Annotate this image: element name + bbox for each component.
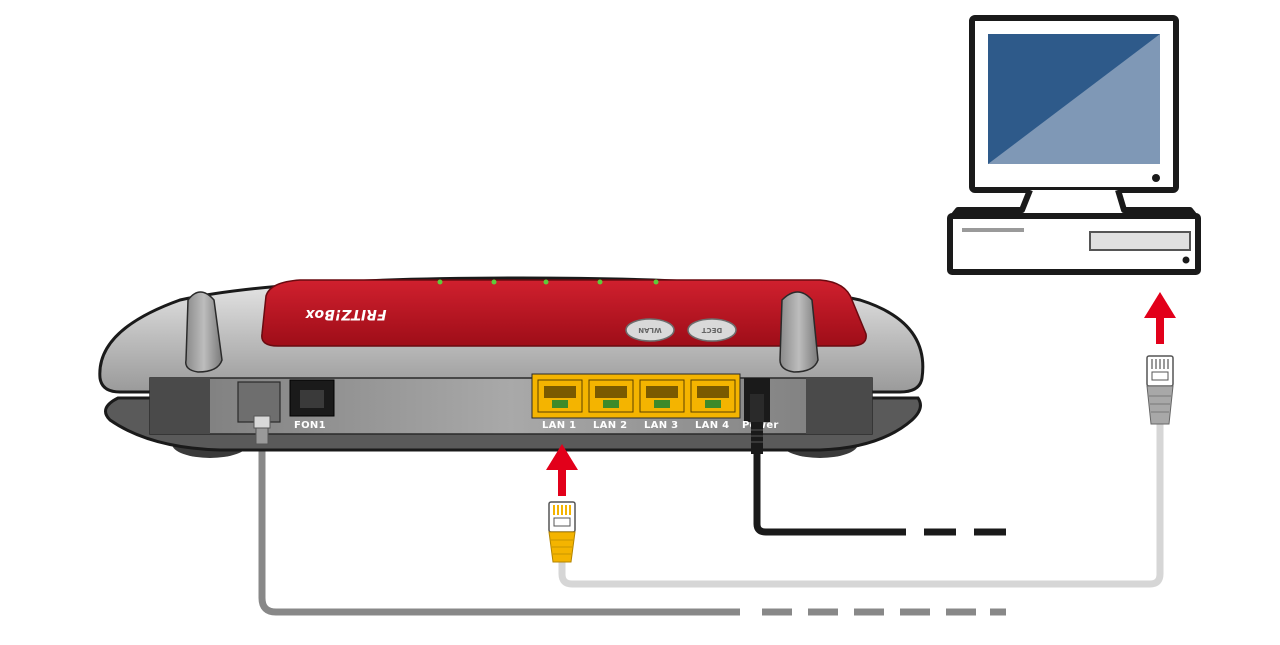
wlan-button-label: WLAN [638, 326, 662, 334]
fon1-port[interactable] [289, 379, 335, 417]
dect-button-label: DECT [702, 326, 723, 334]
wlan-button[interactable] [625, 318, 675, 342]
lan-port-1[interactable] [537, 379, 583, 413]
up-arrow-icon-router [546, 444, 578, 496]
up-arrow-icon-computer [1144, 292, 1176, 344]
ethernet-plug-icon-computer [1146, 355, 1174, 425]
dsl-cable [258, 442, 740, 616]
power-cable [753, 452, 906, 536]
dsl-port[interactable] [237, 381, 281, 423]
lan3-port-label: LAN 3 [644, 420, 678, 431]
fon1-port-label: FON1 [294, 420, 326, 431]
lan-port-2[interactable] [588, 379, 634, 413]
lan4-port-label: LAN 4 [695, 420, 729, 431]
cables [258, 422, 1164, 616]
router-icon: FRITZ!Box WLAN DECT FON1 [98, 276, 925, 458]
lan-ports [537, 379, 736, 413]
monitor-screen [988, 34, 1160, 164]
dect-button[interactable] [687, 318, 737, 342]
left-fin [185, 291, 223, 373]
computer-icon [947, 15, 1201, 275]
status-leds [437, 279, 659, 285]
drive-bay [1089, 231, 1191, 251]
dsl-plug-icon [253, 415, 271, 445]
right-fin [779, 291, 819, 373]
router-brand-logo: FRITZ!Box [305, 306, 387, 322]
power-plug-icon [750, 394, 764, 454]
lan-port-4[interactable] [690, 379, 736, 413]
lan1-port-label: LAN 1 [542, 420, 576, 431]
lan-cable [558, 422, 1164, 588]
lan-port-3[interactable] [639, 379, 685, 413]
ethernet-plug-icon-router [548, 501, 576, 563]
lan2-port-label: LAN 2 [593, 420, 627, 431]
